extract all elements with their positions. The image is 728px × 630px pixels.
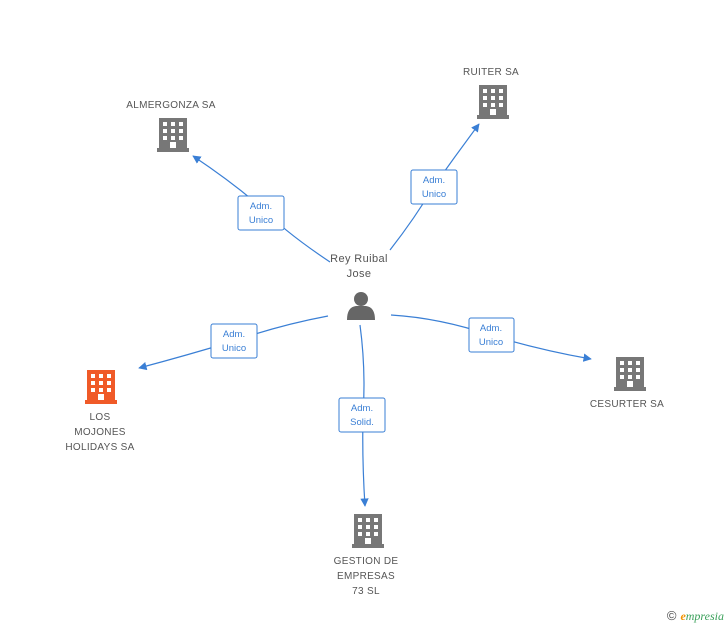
edge-label-line1: Adm.	[480, 323, 502, 334]
node-label-line1: LOS	[90, 412, 111, 423]
edge-label-line1: Adm.	[351, 403, 373, 414]
footer-brand[interactable]: ©empresia	[667, 608, 724, 624]
node-label-line1: RUITER SA	[463, 67, 519, 78]
building-icon	[157, 118, 189, 152]
edge-label-line2: Solid.	[350, 417, 374, 428]
node-label-line1: ALMERGONZA SA	[126, 100, 216, 111]
node-ruiter[interactable]: RUITER SA	[463, 67, 519, 119]
node-label-line2: MOJONES	[74, 427, 126, 438]
edge-los-mojones: Adm. Unico	[138, 315, 329, 371]
edge-label-line2: Unico	[249, 215, 273, 226]
edge-label-line2: Unico	[222, 343, 246, 354]
copyright-symbol: ©	[666, 608, 677, 623]
edge-label-line1: Adm.	[423, 175, 445, 186]
edge-label-line2: Unico	[479, 337, 503, 348]
edge-label-box	[410, 169, 458, 205]
edge-label-box	[338, 397, 386, 433]
building-icon	[614, 357, 646, 391]
edge-label-box	[210, 323, 258, 359]
edge-label-line1: Adm.	[250, 201, 272, 212]
empresia-logo: empresia	[680, 609, 724, 623]
edge-cesurter: Adm. Unico	[390, 314, 592, 362]
edge-gestion: Adm. Solid.	[338, 324, 386, 507]
edge-label-box	[237, 195, 285, 231]
logo-text: mpresia	[685, 609, 724, 623]
edge-almergonza: Adm. Unico	[192, 155, 331, 263]
node-label-line1: GESTION DE	[334, 556, 399, 567]
edge-label-line1: Adm.	[223, 329, 245, 340]
node-gestion[interactable]: GESTION DE EMPRESAS 73 SL	[334, 514, 399, 597]
node-almergonza[interactable]: ALMERGONZA SA	[126, 100, 216, 152]
edge-label-box	[468, 317, 515, 353]
node-label-line3: 73 SL	[352, 586, 380, 597]
node-cesurter[interactable]: CESURTER SA	[590, 357, 664, 410]
node-label-line3: HOLIDAYS SA	[65, 442, 134, 453]
node-los-mojones[interactable]: LOS MOJONES HOLIDAYS SA	[65, 370, 134, 453]
building-icon	[477, 85, 509, 119]
edges-layer: Adm. Unico Adm. Unico Adm. Unico Adm. Un…	[138, 123, 592, 507]
center-person-node[interactable]: Rey Ruibal Jose	[330, 253, 388, 320]
person-icon	[347, 292, 375, 320]
edge-ruiter: Adm. Unico	[389, 123, 480, 251]
logo-initial: e	[680, 609, 686, 623]
building-icon	[85, 370, 117, 404]
node-label-line2: EMPRESAS	[337, 571, 395, 582]
building-icon	[352, 514, 384, 548]
person-name-line2: Jose	[347, 268, 372, 280]
person-name-line1: Rey Ruibal	[330, 253, 388, 265]
edge-label-line2: Unico	[422, 189, 446, 200]
node-label-line1: CESURTER SA	[590, 399, 664, 410]
